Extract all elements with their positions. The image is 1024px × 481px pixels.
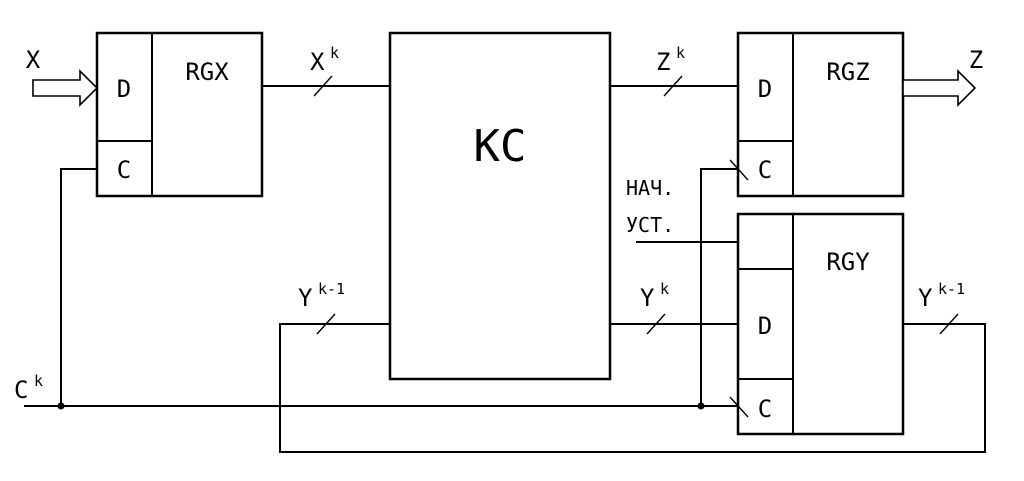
rgx-register: D C RGX (95, 31, 264, 198)
x-input-arrow (32, 69, 99, 107)
xk-label-base: X (310, 48, 325, 76)
ck-label-base: C (14, 376, 28, 404)
zk-label-sup: k (676, 44, 685, 62)
clock-junction-right (697, 402, 705, 410)
x-input-label: X (26, 46, 41, 74)
rgz-register: D C RGZ (729, 31, 905, 198)
clock-junction-left (57, 402, 65, 410)
rgz-box (736, 31, 905, 198)
rgx-port-c: C (117, 156, 131, 184)
ks-block: КС (388, 31, 612, 381)
rgz-name: RGZ (826, 58, 869, 86)
clock-network: C k (14, 168, 738, 410)
ck-label-sup: k (34, 372, 43, 390)
z-output-arrow (902, 69, 977, 107)
yk-label-base: Y (640, 284, 655, 312)
z-output-label: Z (969, 46, 983, 74)
rgz-port-d: D (758, 75, 772, 103)
rgx-port-d: D (117, 75, 131, 103)
zk-bus: Z k (610, 44, 738, 97)
rgz-port-c: C (758, 156, 772, 184)
reset-label-line1: НАЧ. (626, 176, 674, 200)
zk-label-base: Z (656, 48, 670, 76)
yk-bus: Y k (610, 280, 738, 335)
rgx-box (95, 31, 264, 198)
x-input-bus: X (26, 46, 99, 107)
ykm1-right-label-sup: k-1 (938, 280, 965, 298)
ks-name: КС (474, 121, 527, 172)
ykm1-feedback-bus: Y k-1 Y k-1 (279, 280, 986, 453)
ykm1-right-label-base: Y (918, 284, 933, 312)
xk-label-sup: k (330, 44, 339, 62)
rgy-name: RGY (826, 248, 870, 276)
rgy-register: D C RGY (729, 212, 905, 436)
ykm1-left-label-sup: k-1 (318, 280, 345, 298)
xk-bus: X k (262, 44, 390, 97)
reset-signal: НАЧ. УСТ. (626, 176, 738, 243)
rgx-name: RGX (185, 58, 229, 86)
rgy-port-c: C (758, 395, 772, 423)
yk-label-sup: k (660, 280, 669, 298)
ykm1-left-label-base: Y (298, 284, 313, 312)
z-output-bus: Z (902, 46, 983, 107)
rgy-port-d: D (758, 312, 772, 340)
reset-label-line2: УСТ. (626, 213, 674, 237)
ks-box (388, 31, 612, 381)
